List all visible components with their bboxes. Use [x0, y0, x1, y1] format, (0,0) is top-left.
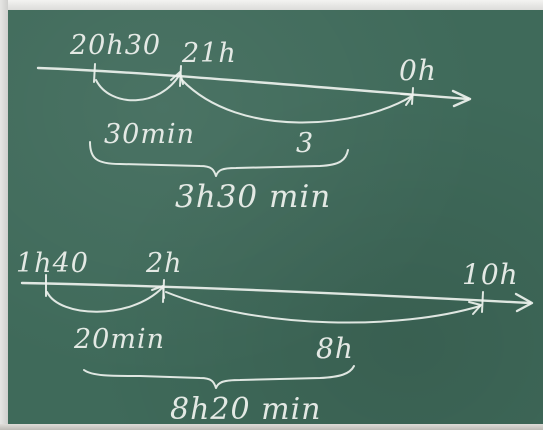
bottom-hop-arrow-1	[151, 285, 165, 299]
bottom-timeline-arrowhead	[514, 292, 534, 313]
top-tick-start	[93, 63, 96, 83]
bottom-total: 8h20 min	[170, 392, 321, 427]
bottom-second-interval: 8h	[316, 332, 354, 365]
bottom-hop-arc-2	[165, 291, 481, 324]
top-middle-time: 21h	[181, 38, 237, 69]
bottom-start-time: 1h40	[16, 248, 89, 279]
bottom-total-brace	[83, 365, 355, 389]
top-start-time: 20h30	[69, 30, 161, 61]
top-hop-arc-1	[95, 73, 181, 102]
top-end-time: 0h	[399, 54, 437, 87]
bottom-middle-time: 2h	[145, 248, 183, 279]
top-total-brace	[89, 141, 349, 177]
bottom-hop-arrow-2	[468, 301, 482, 315]
bottom-first-interval: 20min	[73, 324, 165, 355]
top-timeline: 20h30 21h 0h 30min 3 3h30 min	[36, 30, 472, 215]
top-hop-arc-2	[181, 79, 413, 124]
bottom-timeline: 1h40 2h 10h 20min 8h 8h20 min	[16, 248, 534, 427]
top-hop-arrow-2	[400, 93, 414, 106]
bottom-tick-end	[481, 291, 484, 313]
top-first-interval: 30min	[104, 119, 195, 150]
board-frame-top	[0, 0, 543, 10]
bottom-hop-arc-1	[46, 287, 163, 313]
board-frame-bottom	[0, 424, 543, 430]
top-total: 3h30 min	[175, 179, 331, 215]
board-frame-left	[0, 0, 8, 430]
top-timeline-arrowhead	[451, 89, 472, 108]
bottom-timeline-axis	[20, 281, 532, 305]
bottom-end-time: 10h	[462, 258, 519, 291]
top-second-interval: 3	[296, 128, 314, 159]
